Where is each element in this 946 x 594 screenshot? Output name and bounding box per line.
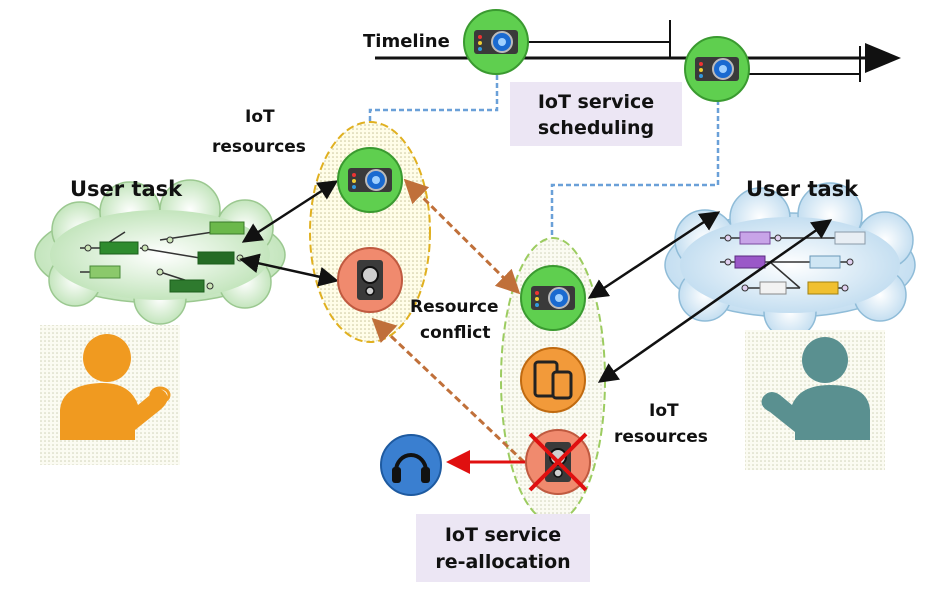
speaker-crossed-icon	[525, 429, 591, 495]
user-task-cloud-left	[34, 179, 286, 325]
conflict-line2: conflict	[420, 323, 491, 343]
person-icon	[40, 325, 180, 465]
projector-icon	[520, 265, 586, 331]
reallocation-line2: re-allocation	[435, 551, 570, 573]
resources-right-line1: IoT	[649, 401, 679, 421]
headphones-icon	[380, 434, 442, 496]
workflow-left-nodes	[84, 221, 245, 293]
resources-right-line2: resources	[614, 427, 708, 447]
conflict-line1: Resource	[410, 297, 499, 317]
user-task-left-label: User task	[70, 177, 183, 201]
scheduling-box: IoT service scheduling	[510, 82, 682, 146]
user-task-cloud-right	[664, 182, 916, 339]
speaker-icon	[337, 247, 403, 313]
timeline: Timeline	[363, 20, 901, 82]
timeline-label: Timeline	[363, 31, 450, 52]
projector-icon	[684, 36, 750, 102]
resources-left-line1: IoT	[245, 107, 275, 127]
scheduling-line1: IoT service	[538, 91, 654, 113]
projector-icon	[463, 9, 529, 75]
scheduling-connectors	[368, 75, 720, 268]
user-task-right-label: User task	[746, 177, 859, 201]
reallocation-line1: IoT service	[445, 524, 561, 546]
tablet-icon	[520, 347, 586, 413]
task-links	[239, 180, 833, 383]
conflict-arrows	[371, 178, 526, 464]
scheduling-line2: scheduling	[538, 117, 654, 139]
person-icon	[745, 330, 885, 470]
resources-left-line2: resources	[212, 137, 306, 157]
projector-icon	[337, 147, 403, 213]
reallocation-box: IoT service re-allocation	[416, 514, 590, 582]
